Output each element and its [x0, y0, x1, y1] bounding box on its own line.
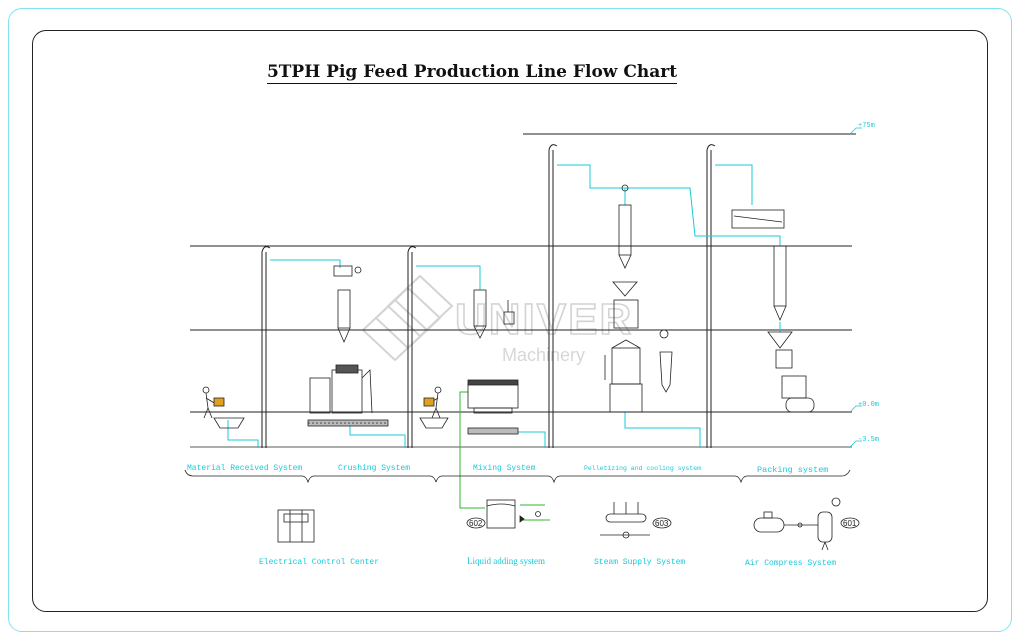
mixing-equipment	[467, 289, 519, 435]
section-label-pelletizing: Pelletizing and cooling system	[584, 465, 701, 472]
label-liquid: Liquid adding system	[467, 556, 545, 566]
floor-lines	[190, 133, 856, 448]
elevation-floor: ±0.0m	[858, 401, 879, 409]
electrical-control-cabinet-icon	[277, 509, 315, 543]
sifter-icon	[731, 209, 785, 229]
chart-title: 5TPH Pig Feed Production Line Flow Chart	[0, 62, 944, 84]
tag-liquid: 602	[469, 519, 483, 528]
elevation-marker-top-icon	[849, 127, 862, 135]
section-label-packing: Packing system	[757, 465, 828, 475]
pellet-mill-icon	[613, 299, 639, 329]
chart-title-text: 5TPH Pig Feed Production Line Flow Chart	[266, 62, 678, 84]
elevation-marker-pit-icon	[849, 440, 862, 448]
bucket-elevator-1	[261, 246, 271, 448]
label-steam: Steam Supply System	[594, 558, 685, 567]
liquid-pipe	[459, 391, 550, 521]
elevation-markers: +75m ±0.0m -3.5m	[849, 122, 879, 448]
section-label-crushing: Crushing System	[338, 464, 410, 473]
label-electrical: Electrical Control Center	[259, 558, 379, 567]
pelletizing-equipment	[604, 184, 673, 413]
packing-scale-icon	[781, 375, 807, 399]
air-compressor-icon	[753, 497, 841, 551]
intake-pit-1	[202, 386, 245, 429]
worker-2-icon	[434, 386, 442, 394]
bucket-elevator-4	[706, 144, 716, 448]
watermark-brand: UNIVER	[455, 295, 633, 344]
bucket-elevators	[261, 144, 716, 448]
tag-air-badge	[840, 517, 860, 529]
inner-frame	[32, 30, 988, 612]
watermark: UNIVER Machinery	[361, 274, 633, 365]
elevation-pit: -3.5m	[858, 436, 879, 444]
elevation-marker-floor-icon	[849, 405, 862, 413]
section-label-material-received: Material Received System	[187, 464, 302, 473]
watermark-sub: Machinery	[502, 345, 585, 365]
bucket-elevator-2	[407, 246, 417, 448]
steam-boiler-icon	[600, 502, 650, 539]
label-air: Air Compress System	[745, 559, 836, 568]
packing-equipment	[731, 209, 815, 413]
tag-liquid-badge	[466, 517, 486, 529]
section-label-mixing: Mixing System	[473, 464, 536, 473]
worker-1-icon	[202, 386, 210, 394]
bucket-elevator-3	[548, 144, 558, 448]
section-braces	[184, 469, 851, 484]
intake-pit-2	[419, 386, 449, 429]
liquid-tank-icon	[486, 499, 541, 529]
crushing-equipment	[307, 265, 389, 427]
tag-steam-badge	[652, 517, 672, 529]
outer-frame	[8, 8, 1012, 632]
conveying-pipes	[227, 164, 781, 448]
magnet-icon	[333, 265, 353, 277]
tag-steam: 603	[655, 519, 669, 528]
elevation-top: +75m	[858, 122, 875, 130]
tag-air: 601	[843, 519, 857, 528]
